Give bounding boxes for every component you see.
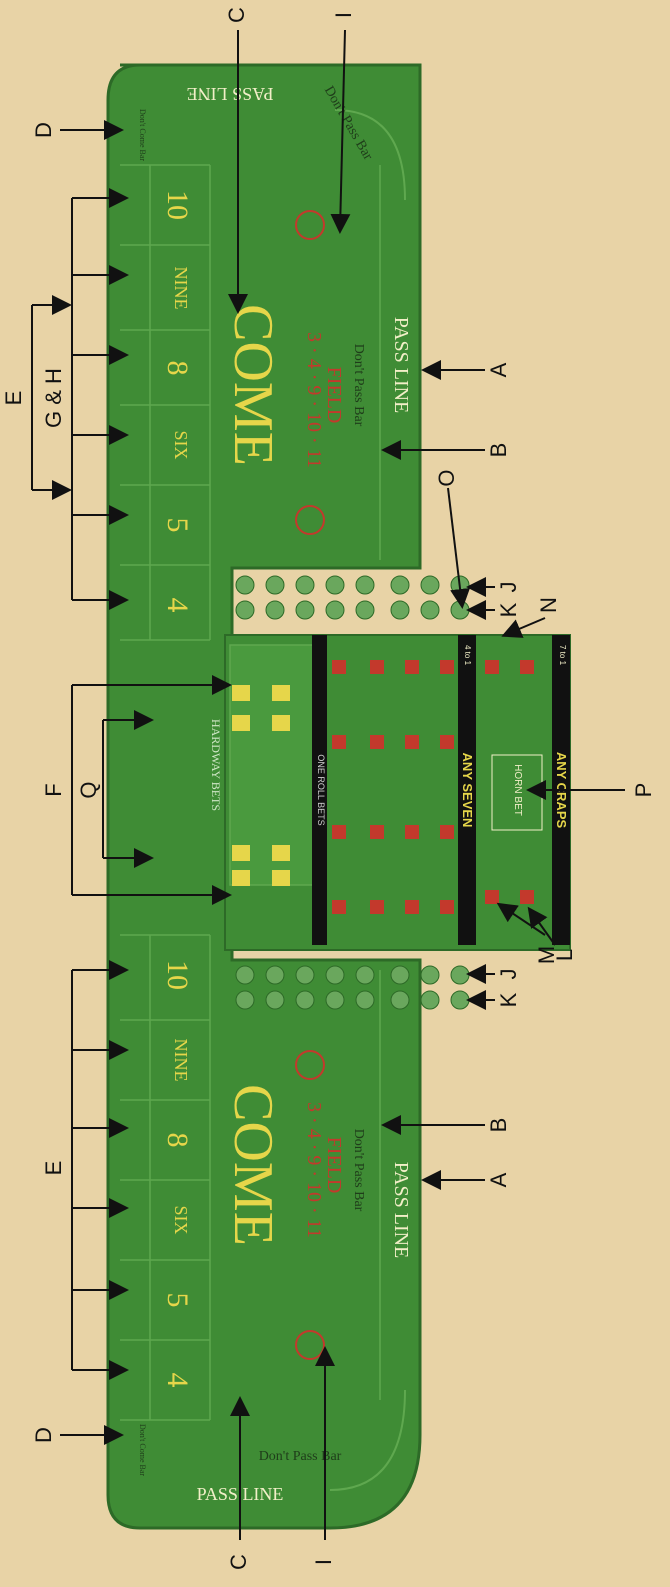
label-q: Q <box>76 781 101 798</box>
label-p: P <box>631 783 656 798</box>
any-seven-label: ANY SEVEN <box>460 753 475 828</box>
label-o: O <box>434 469 459 486</box>
place-10-bottom: 10 <box>161 960 194 990</box>
dont-come-bar-top: Don't Come Bar <box>138 109 147 161</box>
label-i-bottom: I <box>311 1559 336 1565</box>
label-k-top: K <box>496 602 521 617</box>
label-j-bottom: J <box>496 969 521 980</box>
label-m: M <box>534 946 559 964</box>
table-left-curve <box>334 109 406 201</box>
table-right-curve <box>329 1389 406 1491</box>
place-10-top: 10 <box>161 190 194 220</box>
place-8-top: 8 <box>161 361 194 376</box>
place-six-top: SIX <box>171 430 191 459</box>
label-d-bottom: D <box>31 1427 56 1443</box>
dont-pass-bar-top: Don't Pass Bar <box>351 344 366 427</box>
place-six-bottom: SIX <box>171 1205 191 1234</box>
place-5-top: 5 <box>161 518 194 533</box>
label-a-bottom: A <box>486 1172 511 1187</box>
dont-pass-bar-bottom: Don't Pass Bar <box>351 1129 366 1212</box>
table-felt <box>106 63 422 1530</box>
place-5-bottom: 5 <box>161 1293 194 1308</box>
any-seven-odds: 4 to 1 <box>463 645 472 666</box>
annotation-arrows <box>31 29 625 1540</box>
one-roll-black-bar-1 <box>312 635 327 945</box>
place-4-top: 4 <box>161 598 194 613</box>
annotation-labels: A A B B C C D D E G & H E F Q I I J K N … <box>1 7 656 1570</box>
label-d-top: D <box>31 122 56 138</box>
craps-table: PASS LINE 4 5 SIX 8 NINE 10 COME 3 · 4 ·… <box>106 63 571 1530</box>
label-b-top: B <box>486 443 511 458</box>
horn-bet-label: HORN BET <box>512 764 523 816</box>
label-b-bottom: B <box>486 1118 511 1133</box>
place-4-bottom: 4 <box>161 1373 194 1388</box>
come-point-markers <box>235 575 470 1010</box>
any-seven-black-bar <box>458 635 476 945</box>
field-bottom: FIELD <box>323 1137 345 1194</box>
label-a-top: A <box>486 362 511 377</box>
twelve-symbol-top <box>295 210 325 240</box>
twelve-symbol-bottom <box>295 1050 325 1080</box>
hardway-dice <box>232 685 290 886</box>
field-numbers-top: 3 · 4 · 9 · 10 · 11 <box>303 332 325 468</box>
dont-come-bar-bottom: Don't Come Bar <box>138 1424 147 1476</box>
one-roll-bets-label: ONE ROLL BETS <box>316 754 326 825</box>
two-symbol-top <box>295 505 325 535</box>
label-e-top: E <box>1 391 26 406</box>
label-f: F <box>41 783 66 796</box>
label-c-top: C <box>224 7 249 23</box>
pass-line-bottom: PASS LINE <box>390 1162 412 1259</box>
place-nine-top: NINE <box>171 267 191 310</box>
label-gh: G & H <box>41 368 66 428</box>
label-k-bottom: K <box>496 992 521 1007</box>
table-text-top-half: PASS LINE 4 5 SIX 8 NINE 10 COME 3 · 4 ·… <box>138 84 412 613</box>
one-roll-dice <box>332 660 534 914</box>
label-i-top: I <box>331 12 356 18</box>
two-symbol-bottom <box>295 1330 325 1360</box>
hardway-bets-label: HARDWAY BETS <box>209 719 223 811</box>
place-8-bottom: 8 <box>161 1133 194 1148</box>
label-l: L <box>552 949 577 961</box>
field-numbers-bottom: 3 · 4 · 9 · 10 · 11 <box>303 1102 325 1238</box>
come-top: COME <box>222 304 284 466</box>
label-e-bottom: E <box>41 1161 66 1176</box>
label-n: N <box>536 597 561 613</box>
place-nine-bottom: NINE <box>171 1039 191 1082</box>
label-j-top: J <box>496 582 521 593</box>
dont-pass-bar-bottom-corner: Don't Pass Bar <box>259 1449 342 1464</box>
pass-line-top: PASS LINE <box>390 317 412 414</box>
place-number-grid <box>120 164 381 1421</box>
come-bottom: COME <box>222 1084 284 1246</box>
field-top: FIELD <box>323 367 345 424</box>
label-c-bottom: C <box>226 1554 251 1570</box>
any-craps-odds: 7 to 1 <box>558 645 567 666</box>
table-text-bottom-half: PASS LINE 4 5 SIX 8 NINE 10 COME 3 · 4 ·… <box>138 960 412 1504</box>
pass-line-top-edge: PASS LINE <box>187 84 274 104</box>
